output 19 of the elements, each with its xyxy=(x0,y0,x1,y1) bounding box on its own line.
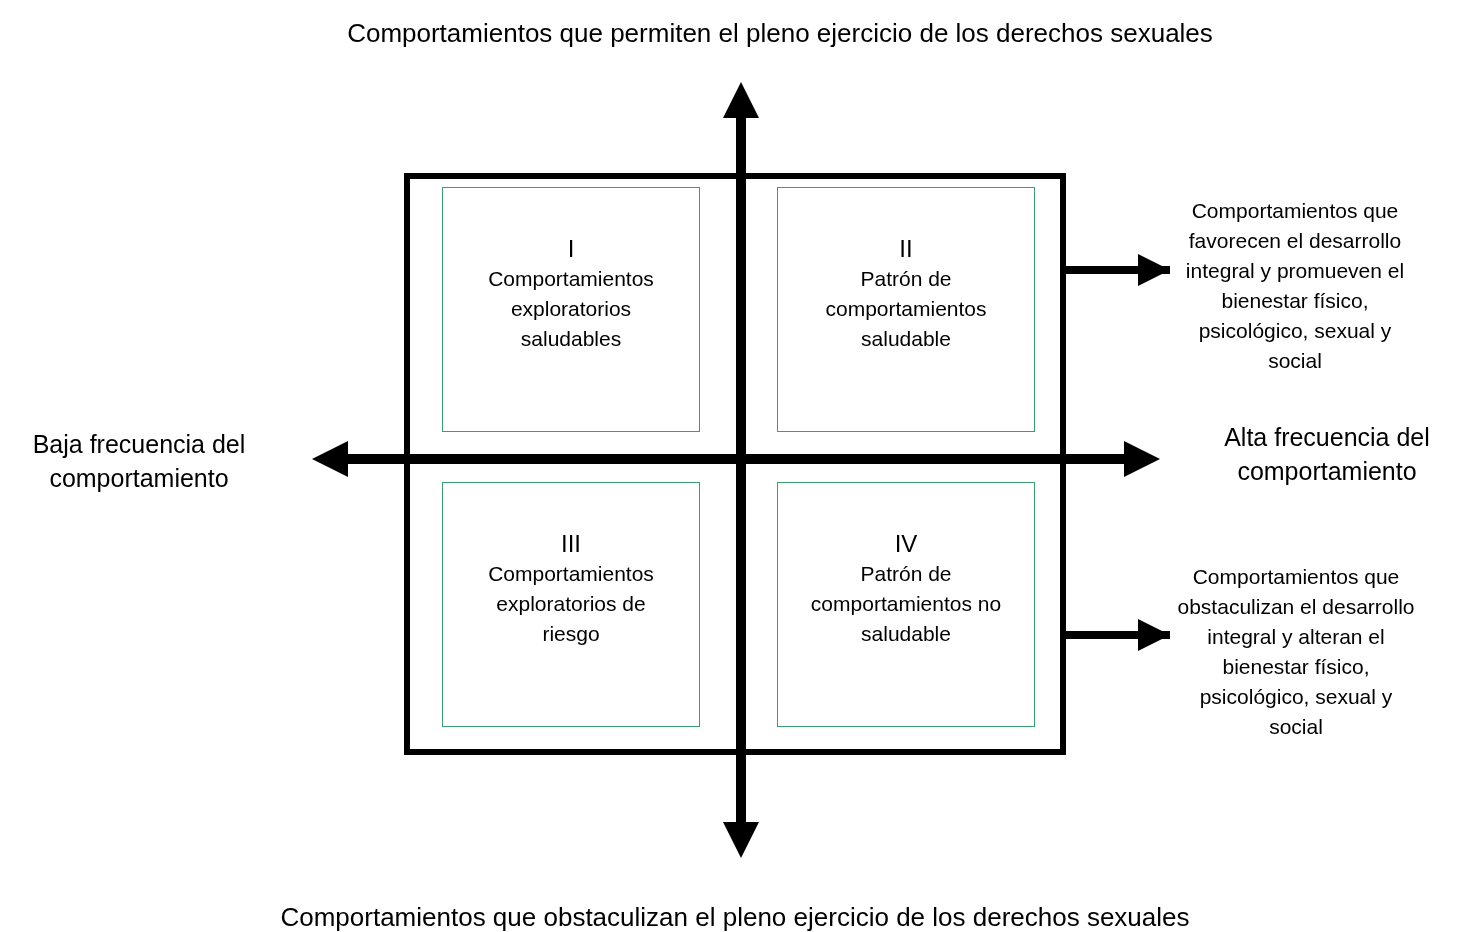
axis-label: Comportamientos que permiten el pleno ejercicio de los derechos sexuales xyxy=(346,17,1214,50)
axis-label: Alta frecuencia del comportamiento xyxy=(1223,422,1431,487)
quadrant-title: Comportamientos exploratorios de riesgo xyxy=(487,561,655,647)
quadrant-title: Comportamientos exploratorios saludables xyxy=(487,266,655,352)
outer-frame xyxy=(404,173,1066,755)
roman-numeral: IV xyxy=(894,529,918,559)
roman-numeral: III xyxy=(561,529,581,559)
quadrant-box xyxy=(442,187,700,432)
quadrant-title: Patrón de comportamientos saludable xyxy=(824,266,988,352)
roman-numeral: I xyxy=(567,234,575,264)
axis-label: Comportamientos que obstaculizan el pleno ejercicio de los derechos sexuales xyxy=(279,901,1191,932)
quadrant-box xyxy=(777,482,1035,727)
side-note: Comportamientos que obstaculizan el desarrollo integral y alteran el bienestar físico, psicológico, sexual y social xyxy=(1170,562,1422,742)
quadrant-title: Patrón de comportamientos no saludable xyxy=(809,561,1003,647)
roman-numeral: II xyxy=(899,234,913,264)
axis-label: Baja frecuencia del comportamiento xyxy=(31,429,247,494)
quadrant-box xyxy=(442,482,700,727)
quadrant-box xyxy=(777,187,1035,432)
side-note: Comportamientos que favorecen el desarrollo integral y promueven el bienestar físico, psicológico, sexual y social xyxy=(1170,196,1420,376)
